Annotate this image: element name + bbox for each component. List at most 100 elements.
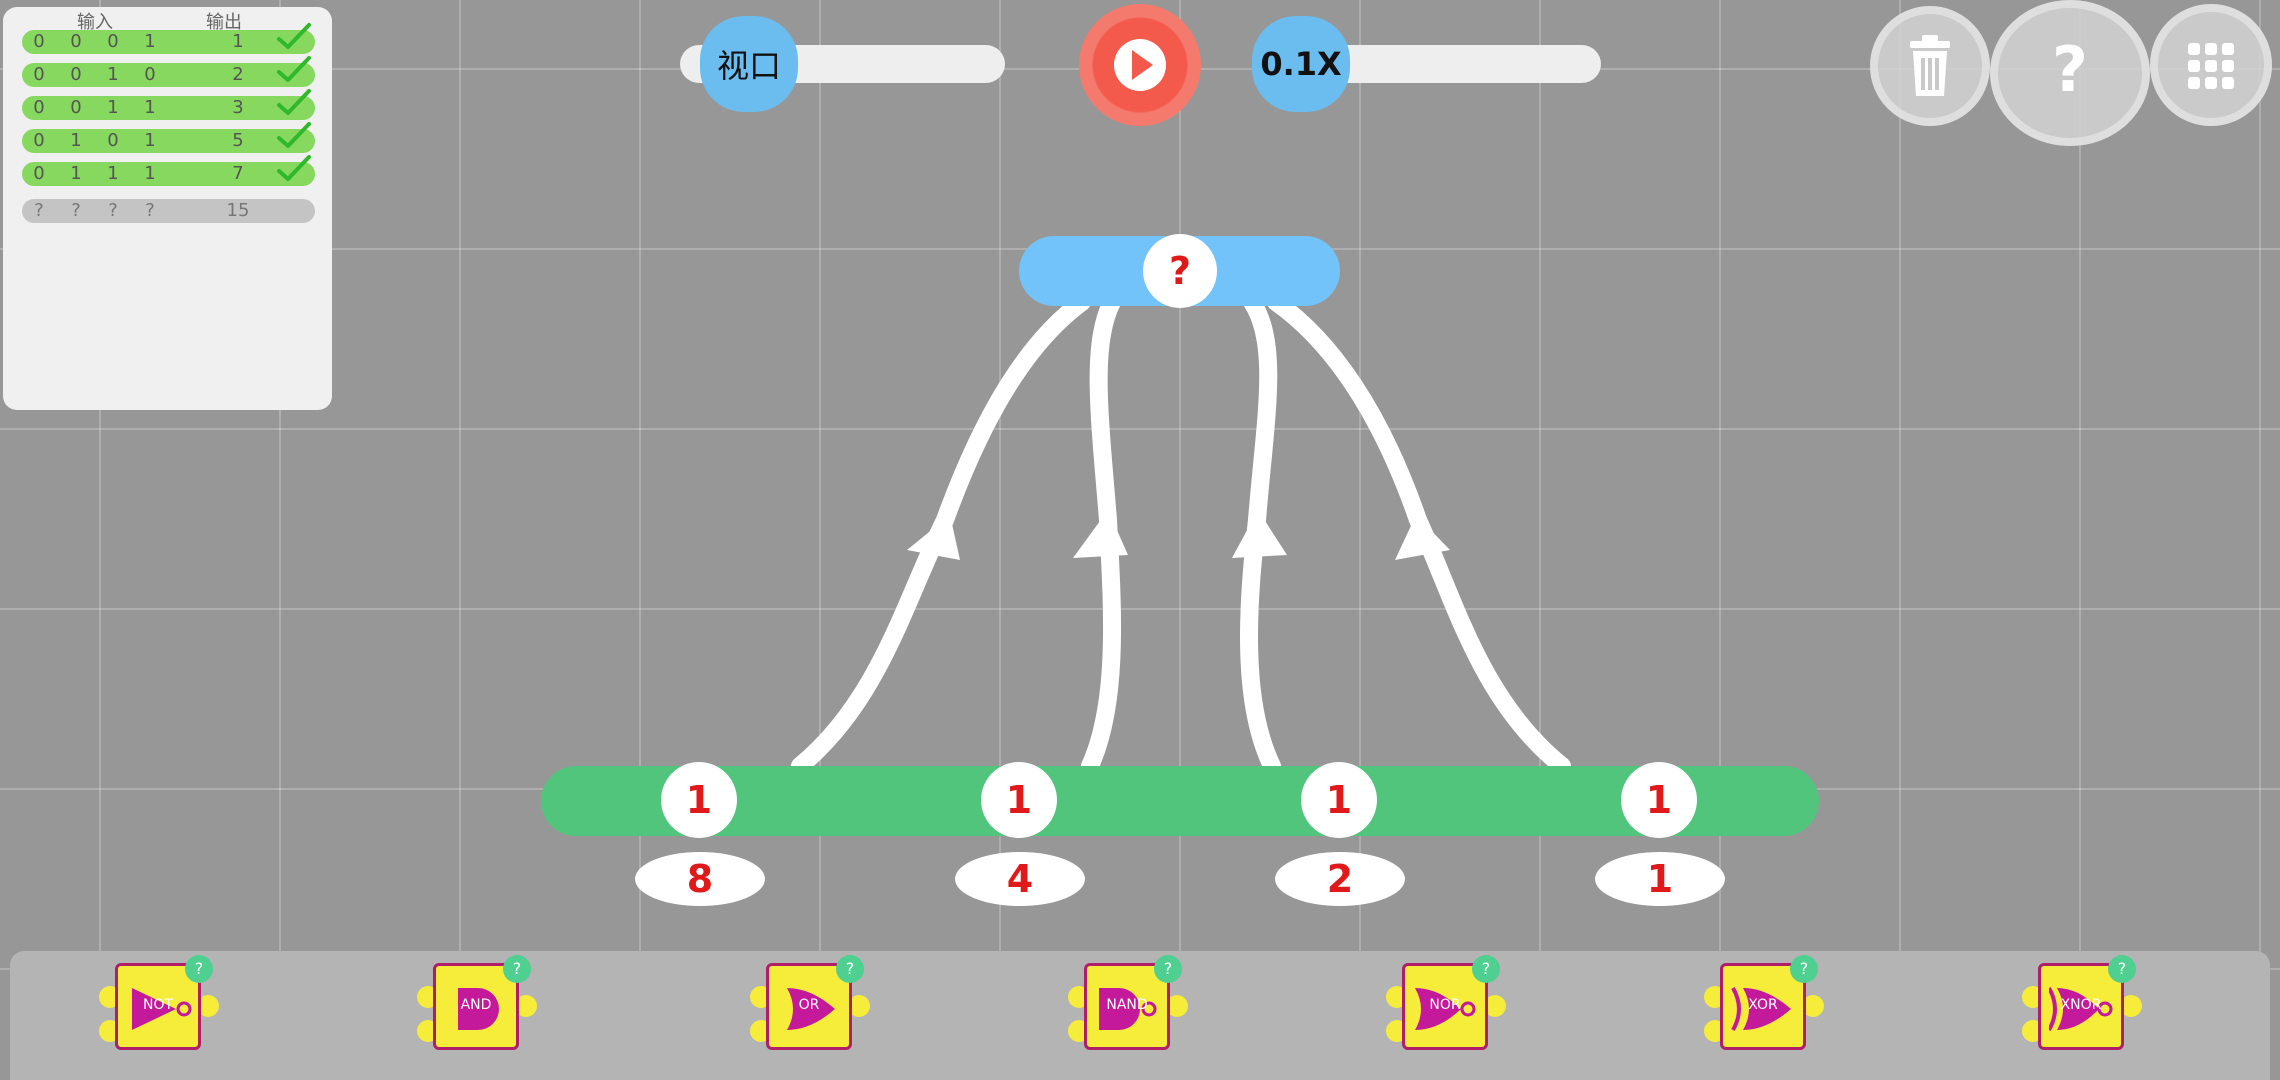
gate-body: XOR xyxy=(1720,963,1806,1050)
gate-body: NOR xyxy=(1402,963,1488,1050)
gate-output-pin xyxy=(1802,995,1824,1017)
gate-body: AND xyxy=(433,963,519,1050)
gate-symbol-icon xyxy=(1415,988,1476,1030)
output-value-cell: 3 xyxy=(232,97,244,118)
input-bit: 1 xyxy=(144,163,156,184)
gate-label: OR xyxy=(798,997,820,1013)
bit-weight-8: 8 xyxy=(635,852,765,906)
output-value: ? xyxy=(1143,234,1217,308)
input-header: 输入 xyxy=(77,12,113,33)
truth-table-row: 0 0 0 1 1 xyxy=(22,23,315,54)
input-bit: 1 xyxy=(107,163,119,184)
gate-help-button[interactable]: ? xyxy=(503,955,531,983)
speed-label: 0.1X xyxy=(1260,45,1342,83)
input-bit: ? xyxy=(71,200,81,221)
input-bit: 0 xyxy=(70,64,82,85)
bit-toggle-2[interactable]: 1 xyxy=(1301,762,1377,838)
gate-body: OR xyxy=(766,963,852,1050)
gate-help-button[interactable]: ? xyxy=(1472,955,1500,983)
gate-help-button[interactable]: ? xyxy=(1790,955,1818,983)
gate-symbol-icon xyxy=(1099,988,1157,1030)
output-value-cell: 5 xyxy=(232,130,244,151)
bit-toggle-1[interactable]: 1 xyxy=(1621,762,1697,838)
gate-nor[interactable]: NOR? xyxy=(1386,955,1506,1053)
gate-label: AND xyxy=(460,997,492,1013)
gate-symbol-icon xyxy=(787,988,835,1030)
gate-output-pin xyxy=(848,995,870,1017)
help-button[interactable]: ? xyxy=(1990,0,2150,146)
input-bit: 0 xyxy=(33,130,45,151)
bit-weight-4: 4 xyxy=(955,852,1085,906)
checkmark-icon xyxy=(277,23,311,49)
gate-symbol-icon xyxy=(458,988,499,1030)
play-icon xyxy=(1114,39,1166,91)
output-value-cell: 7 xyxy=(232,163,244,184)
bit-weight-2: 2 xyxy=(1275,852,1405,906)
bit-toggle-4[interactable]: 1 xyxy=(981,762,1057,838)
output-value-cell: 15 xyxy=(226,200,250,221)
input-bit: ? xyxy=(108,200,118,221)
gate-label: NOT xyxy=(142,997,174,1013)
gate-body: NAND xyxy=(1084,963,1170,1050)
gate-help-button[interactable]: ? xyxy=(2108,955,2136,983)
checkmark-icon xyxy=(277,89,311,115)
gate-and[interactable]: AND? xyxy=(417,955,537,1053)
grid-menu-icon xyxy=(2188,43,2234,89)
bit-weight-1: 1 xyxy=(1595,852,1725,906)
output-header: 输出 xyxy=(206,12,242,33)
input-bit: 1 xyxy=(144,130,156,151)
checkmark-icon xyxy=(277,122,311,148)
help-icon: ? xyxy=(2052,33,2088,106)
gate-or[interactable]: OR? xyxy=(750,955,870,1053)
bit-toggle-8[interactable]: 1 xyxy=(661,762,737,838)
input-bit: 0 xyxy=(33,31,45,52)
input-bit: 1 xyxy=(144,31,156,52)
speed-slider-knob[interactable]: 0.1X xyxy=(1252,16,1350,112)
trash-icon xyxy=(1910,35,1950,96)
gate-symbol-icon xyxy=(132,988,192,1030)
output-value-cell: 1 xyxy=(232,31,244,52)
gate-label: XNOR xyxy=(2060,997,2102,1013)
gate-label: XOR xyxy=(1748,997,1778,1013)
menu-button[interactable] xyxy=(2150,4,2272,126)
input-bit: 0 xyxy=(107,130,119,151)
gate-help-button[interactable]: ? xyxy=(836,955,864,983)
input-bit: ? xyxy=(34,200,44,221)
gate-symbol-icon xyxy=(1731,987,1791,1031)
gate-label: NAND xyxy=(1106,997,1148,1013)
truth-table-row: 0 1 1 1 7 xyxy=(22,155,315,186)
gate-output-pin xyxy=(515,995,537,1017)
gate-body: NOT xyxy=(115,963,201,1050)
input-bit: 1 xyxy=(70,163,82,184)
gate-xor[interactable]: XOR? xyxy=(1704,955,1824,1053)
viewport-label: 视口 xyxy=(716,47,781,85)
input-bit: 0 xyxy=(107,31,119,52)
gate-body: XNOR xyxy=(2038,963,2124,1050)
input-bit: 0 xyxy=(33,64,45,85)
input-bit: 0 xyxy=(33,97,45,118)
trash-button[interactable] xyxy=(1870,6,1990,126)
input-bar xyxy=(541,766,1819,836)
input-bit: ? xyxy=(145,200,155,221)
checkmark-icon xyxy=(277,56,311,82)
gate-help-button[interactable]: ? xyxy=(1154,955,1182,983)
input-bit: 0 xyxy=(70,97,82,118)
gate-xnor[interactable]: XNOR? xyxy=(2022,955,2142,1053)
play-button[interactable] xyxy=(1079,4,1201,126)
svg-text:?: ? xyxy=(2052,33,2088,106)
gate-help-button[interactable]: ? xyxy=(185,955,213,983)
input-bit: 0 xyxy=(144,64,156,85)
gate-not[interactable]: NOT? xyxy=(99,955,219,1053)
input-bit: 0 xyxy=(33,163,45,184)
output-value-cell: 2 xyxy=(232,64,244,85)
input-bit: 0 xyxy=(70,31,82,52)
gate-output-pin xyxy=(197,995,219,1017)
gate-output-pin xyxy=(1484,995,1506,1017)
gate-nand[interactable]: NAND? xyxy=(1068,955,1188,1053)
checkmark-icon xyxy=(277,155,311,181)
viewport-slider-knob[interactable]: 视口 xyxy=(700,16,798,112)
